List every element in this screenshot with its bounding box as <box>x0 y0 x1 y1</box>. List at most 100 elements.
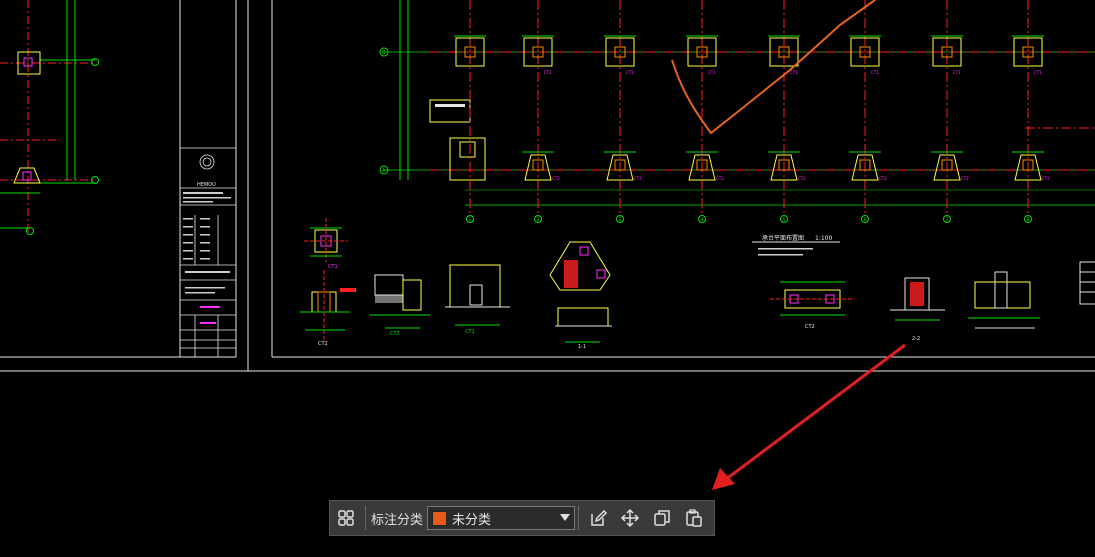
axis-number: 7 <box>946 217 949 223</box>
column-top <box>1022 46 1034 58</box>
column-tag-bottom: CT2 <box>961 176 969 181</box>
layout-grid-button[interactable] <box>332 504 360 532</box>
axis-bubble <box>534 215 542 223</box>
pile-cap-bottom <box>851 154 879 181</box>
pile-cap-top <box>1013 37 1043 67</box>
axis-bubble <box>943 215 951 223</box>
column-tag-top: CT1 <box>1034 70 1042 75</box>
axis-bubble <box>1024 215 1032 223</box>
detail-label-6: 2-2 <box>912 336 920 342</box>
detail-label-2: CT3 <box>390 331 400 337</box>
column-tag-bottom: CT2 <box>798 176 806 181</box>
axis-number: 2 <box>537 217 540 223</box>
column-top <box>614 46 626 58</box>
axis-bubble <box>861 215 869 223</box>
axis-number: 4 <box>701 217 704 223</box>
category-label: 标注分类 <box>371 512 424 528</box>
layout-grid-icon <box>338 510 354 526</box>
left-sheet-fragment <box>0 0 99 235</box>
pile-cap-bottom <box>524 154 552 181</box>
column-tag-top: CT1 <box>953 70 961 75</box>
column-top <box>859 46 871 58</box>
detail-label-4: 1-1 <box>578 344 586 350</box>
pile-cap-top <box>523 37 553 67</box>
title-block-logo-text: HEMOU <box>197 182 216 188</box>
axis-bubble <box>698 215 706 223</box>
caret-down-icon <box>560 514 571 521</box>
category-select-value: 未分类 <box>452 512 492 528</box>
paste-button[interactable] <box>680 504 708 532</box>
axis-number: 6 <box>864 217 867 223</box>
column-tag-bottom: CT2 <box>1042 176 1050 181</box>
sheet-borders <box>0 0 1095 372</box>
axis-number: 5 <box>783 217 786 223</box>
detail-label-0: CT1 <box>328 264 338 270</box>
pile-cap-bottom <box>770 154 798 181</box>
column-tag-top: CT1 <box>544 70 552 75</box>
pile-cap-top <box>605 37 635 67</box>
edit-button[interactable] <box>584 504 612 532</box>
pile-cap-top <box>455 37 485 67</box>
paste-icon <box>686 509 702 527</box>
column-tag-top: CT1 <box>708 70 716 75</box>
column-bottom <box>532 159 544 171</box>
axis-bubble <box>616 215 624 223</box>
pile-cap-top <box>769 37 799 67</box>
column-tag-top: CT1 <box>871 70 879 75</box>
axis-letter-b: B <box>382 50 386 56</box>
toolbar-separator <box>365 506 366 530</box>
axis-number: 1 <box>469 217 472 223</box>
category-select[interactable]: 未分类 <box>427 506 576 530</box>
plan-scale: 1:100 <box>815 235 832 242</box>
pile-cap-bottom <box>933 154 961 181</box>
plan-notes <box>758 248 813 256</box>
pile-cap-bottom <box>606 154 634 181</box>
column-tag-top: CT1 <box>626 70 634 75</box>
move-icon <box>620 508 640 528</box>
toolbar-separator <box>578 506 580 530</box>
column-bottom <box>941 159 953 171</box>
column-tag-bottom: CT2 <box>716 176 724 181</box>
pile-cap-top <box>932 37 962 67</box>
column-tag-bottom: CT2 <box>552 176 560 181</box>
title-block-text-lines <box>183 192 231 324</box>
axis-number: 8 <box>1027 217 1030 223</box>
column-bottom <box>1022 159 1034 171</box>
column-tag-top: CT1 <box>790 70 798 75</box>
column-bottom <box>614 159 626 171</box>
column-bottom <box>778 159 790 171</box>
orange-annotation-stroke[interactable] <box>671 0 876 135</box>
axis-letter-a: A <box>382 168 386 174</box>
red-pointer-arrow <box>712 343 906 490</box>
column-tag-bottom: CT2 <box>634 176 642 181</box>
copy-button[interactable] <box>648 504 676 532</box>
axis-bubble-a <box>379 165 389 175</box>
pile-cap-top <box>850 37 880 67</box>
axis-bubble <box>466 215 474 223</box>
pile-cap-top <box>687 37 717 67</box>
axis-number: 3 <box>619 217 622 223</box>
column-top <box>532 46 544 58</box>
detail-drawings <box>300 218 1095 343</box>
pile-cap-bottom <box>688 154 716 181</box>
title-block <box>180 147 236 357</box>
column-bottom <box>696 159 708 171</box>
move-button[interactable] <box>616 504 644 532</box>
column-bottom <box>859 159 871 171</box>
column-top <box>778 46 790 58</box>
annotation-toolbar: 标注分类 未分类 <box>329 500 715 536</box>
copy-icon <box>654 510 670 526</box>
edit-icon <box>591 509 608 526</box>
axis-bubble-b <box>379 47 389 57</box>
detail-label-5: CT2 <box>805 324 815 330</box>
column-top <box>464 46 476 58</box>
plan-title: 承台平面布置图 <box>762 234 804 242</box>
detail-label-3: CT1 <box>465 329 475 335</box>
axis-bubble <box>780 215 788 223</box>
column-tag-bottom: CT2 <box>879 176 887 181</box>
column-top <box>941 46 953 58</box>
category-color-swatch <box>432 510 448 526</box>
detail-label-1: CT2 <box>318 341 328 347</box>
